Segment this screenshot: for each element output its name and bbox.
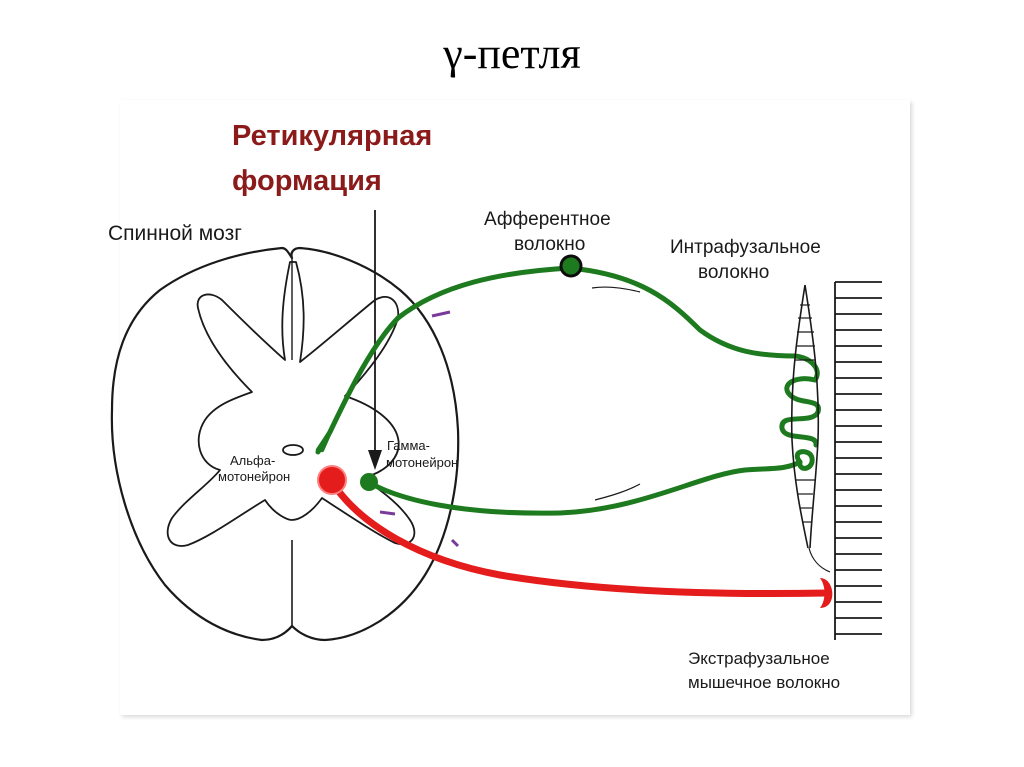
- afferent-coils: [782, 379, 819, 445]
- intrafusal-fiber-label-line2: волокно: [698, 262, 769, 283]
- spindle-tendon: [809, 548, 830, 572]
- gamma-motoneuron-label-line1: Гамма-: [387, 438, 430, 453]
- afferent-fiber-label-line2: волокно: [514, 234, 585, 255]
- gamma-efferent-ending: [797, 452, 812, 469]
- afferent-fiber-label-line1: Афферентное: [484, 209, 611, 230]
- spinal-cord-label: Спинной мозг: [108, 222, 242, 245]
- alpha-motoneuron-label-line2: мотонейрон: [218, 469, 290, 484]
- afferent-direction-arrow: [592, 287, 640, 292]
- extrafusal-fiber-label-line2: мышечное волокно: [688, 673, 840, 692]
- afferent-fiber-hook: [318, 432, 330, 450]
- alpha-motoneuron-soma: [318, 466, 346, 494]
- extrafusal-fiber-label-line1: Экстрафузальное: [688, 649, 830, 668]
- central-canal: [283, 445, 303, 455]
- grey-matter-outline: [168, 262, 415, 546]
- afferent-fiber: [318, 268, 817, 452]
- intrafusal-fiber-label-line1: Интрафузальное: [670, 237, 821, 258]
- reticular-formation-label-line1: Ретикулярная: [232, 120, 432, 152]
- gamma-motoneuron-label-line2: мотонейрон: [386, 455, 458, 470]
- extrafusal-muscle: [835, 282, 882, 640]
- reticular-arrow-head: [368, 450, 382, 470]
- efferent-direction-arrow: [595, 484, 640, 500]
- gamma-motoneuron-soma: [360, 473, 378, 491]
- reticular-formation-label-line2: формация: [232, 165, 382, 197]
- afferent-cell-body: [561, 256, 581, 276]
- boundary-mark-top: [432, 312, 450, 316]
- alpha-motoneuron-label-line1: Альфа-: [230, 453, 275, 468]
